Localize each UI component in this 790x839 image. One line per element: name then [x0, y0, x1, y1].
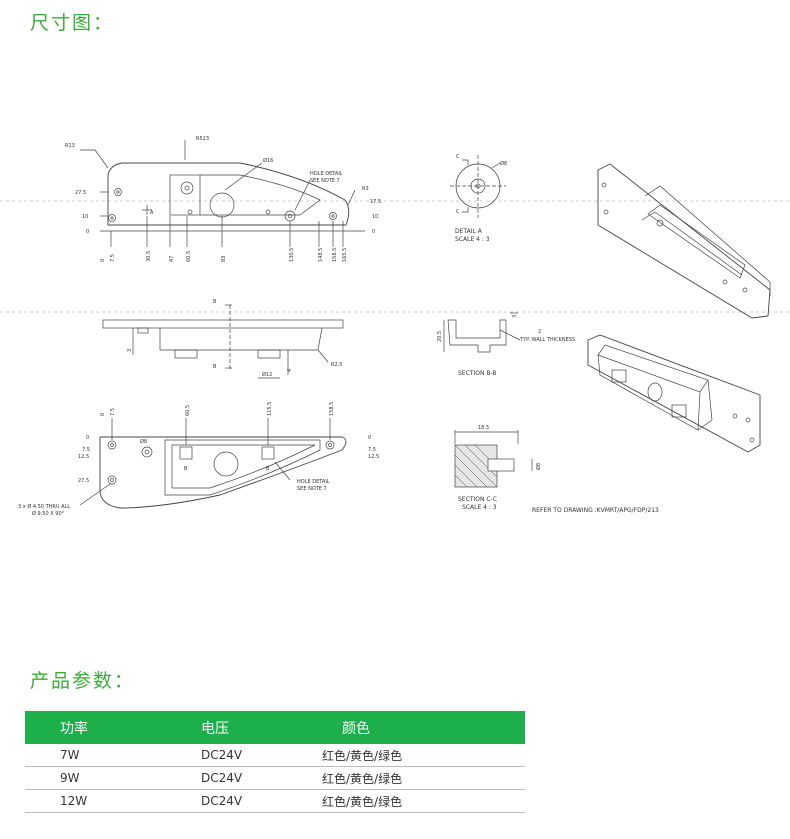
svg-text:B: B — [213, 299, 217, 305]
table-row: 9W DC24V 红色/黄色/绿色 — [25, 766, 525, 790]
svg-text:7.5: 7.5 — [368, 447, 376, 453]
cell-power: 7W — [25, 744, 201, 767]
svg-text:0: 0 — [368, 435, 371, 441]
cell-color: 红色/黄色/绿色 — [322, 744, 525, 767]
svg-text:REFER TO DRAWING :KVMRT/APG/FD: REFER TO DRAWING :KVMRT/APG/FDP/213 — [532, 507, 659, 514]
svg-text:TYP. WALL THICKNESS: TYP. WALL THICKNESS — [519, 337, 575, 343]
svg-text:SCALE 4 : 3: SCALE 4 : 3 — [462, 504, 497, 511]
svg-text:83: 83 — [221, 256, 227, 262]
svg-text:R2.5: R2.5 — [331, 362, 342, 368]
svg-text:10: 10 — [82, 214, 88, 220]
svg-text:158.5: 158.5 — [329, 402, 335, 416]
cell-power: 12W — [25, 789, 201, 813]
svg-text:HOLE DETAIL: HOLE DETAIL — [310, 171, 343, 177]
svg-text:0: 0 — [86, 229, 89, 235]
svg-text:47: 47 — [169, 256, 175, 262]
svg-text:27.5: 27.5 — [75, 190, 86, 196]
svg-text:Ø8: Ø8 — [535, 463, 542, 470]
svg-text:B: B — [266, 466, 270, 472]
cell-color: 红色/黄色/绿色 — [322, 766, 525, 790]
svg-text:18.5: 18.5 — [478, 425, 489, 431]
svg-text:SCALE 4 : 3: SCALE 4 : 3 — [455, 236, 490, 243]
svg-text:20.5: 20.5 — [437, 331, 443, 342]
svg-text:158.5: 158.5 — [332, 248, 338, 262]
svg-text:148.5: 148.5 — [318, 248, 324, 262]
svg-text:0: 0 — [100, 413, 106, 416]
svg-text:Ø 9.50 X 90°: Ø 9.50 X 90° — [32, 510, 65, 517]
svg-text:DETAIL A: DETAIL A — [455, 228, 483, 235]
svg-text:10: 10 — [372, 214, 378, 220]
product-params-table: 功率 电压 颜色 7W DC24V 红色/黄色/绿色 9W DC24V 红色/黄… — [25, 711, 525, 813]
svg-text:HOLE DETAIL: HOLE DETAIL — [297, 479, 330, 485]
table-row: 12W DC24V 红色/黄色/绿色 — [25, 789, 525, 813]
svg-text:60.5: 60.5 — [186, 251, 192, 262]
cell-color: 红色/黄色/绿色 — [322, 789, 525, 813]
svg-text:12.5: 12.5 — [368, 454, 379, 460]
svg-text:130.5: 130.5 — [289, 248, 295, 262]
svg-text:0: 0 — [86, 435, 89, 441]
svg-text:3: 3 — [512, 315, 518, 318]
cell-voltage: DC24V — [201, 744, 322, 767]
header-voltage: 电压 — [201, 711, 322, 744]
svg-text:SECTION B-B: SECTION B-B — [458, 370, 497, 377]
cell-power: 9W — [25, 766, 201, 790]
svg-text:4: 4 — [287, 369, 293, 372]
svg-text:Ø12: Ø12 — [262, 371, 272, 378]
header-color: 颜色 — [322, 711, 525, 744]
svg-text:7.5: 7.5 — [110, 254, 116, 262]
svg-text:SEE NOTE 7: SEE NOTE 7 — [297, 486, 327, 492]
svg-text:12.5: 12.5 — [78, 454, 89, 460]
svg-text:2: 2 — [538, 329, 541, 335]
svg-text:Ø16: Ø16 — [263, 157, 273, 164]
dimension-drawing-heading: 尺寸图： — [30, 12, 115, 34]
svg-text:C: C — [456, 154, 460, 160]
svg-text:C: C — [456, 209, 460, 215]
svg-text:60.5: 60.5 — [185, 405, 191, 416]
svg-text:SECTION C-C: SECTION C-C — [458, 496, 497, 503]
svg-text:Ø8: Ø8 — [500, 160, 507, 167]
svg-text:165.5: 165.5 — [342, 248, 348, 262]
svg-text:SEE NOTE 7: SEE NOTE 7 — [310, 178, 340, 184]
product-params-heading: 产品参数： — [30, 670, 136, 692]
svg-text:30.5: 30.5 — [146, 251, 152, 262]
svg-text:3: 3 — [127, 349, 133, 352]
svg-text:R13: R13 — [65, 143, 75, 149]
svg-text:7.5: 7.5 — [110, 408, 116, 416]
svg-text:7.5: 7.5 — [82, 447, 90, 453]
table-row: 7W DC24V 红色/黄色/绿色 — [25, 744, 525, 767]
svg-text:0: 0 — [100, 259, 106, 262]
cell-voltage: DC24V — [201, 766, 322, 790]
svg-text:17.5: 17.5 — [370, 199, 381, 205]
cell-voltage: DC24V — [201, 789, 322, 813]
svg-text:B: B — [213, 364, 217, 370]
svg-text:Ø8: Ø8 — [140, 438, 147, 445]
svg-text:B: B — [184, 466, 188, 472]
technical-drawing: R13 R523 R3 Ø16 HOLE DETAIL SEE NOTE 7 A… — [0, 136, 790, 517]
svg-text:27.5: 27.5 — [78, 478, 89, 484]
svg-text:R3: R3 — [362, 186, 369, 192]
svg-text:115.5: 115.5 — [267, 402, 273, 416]
svg-text:A: A — [150, 210, 154, 216]
svg-text:R523: R523 — [196, 136, 209, 142]
svg-text:0: 0 — [372, 229, 375, 235]
header-power: 功率 — [25, 711, 201, 744]
table-header-row: 功率 电压 颜色 — [25, 711, 525, 744]
svg-text:3 x Ø 4.50 THRU ALL: 3 x Ø 4.50 THRU ALL — [18, 503, 70, 510]
